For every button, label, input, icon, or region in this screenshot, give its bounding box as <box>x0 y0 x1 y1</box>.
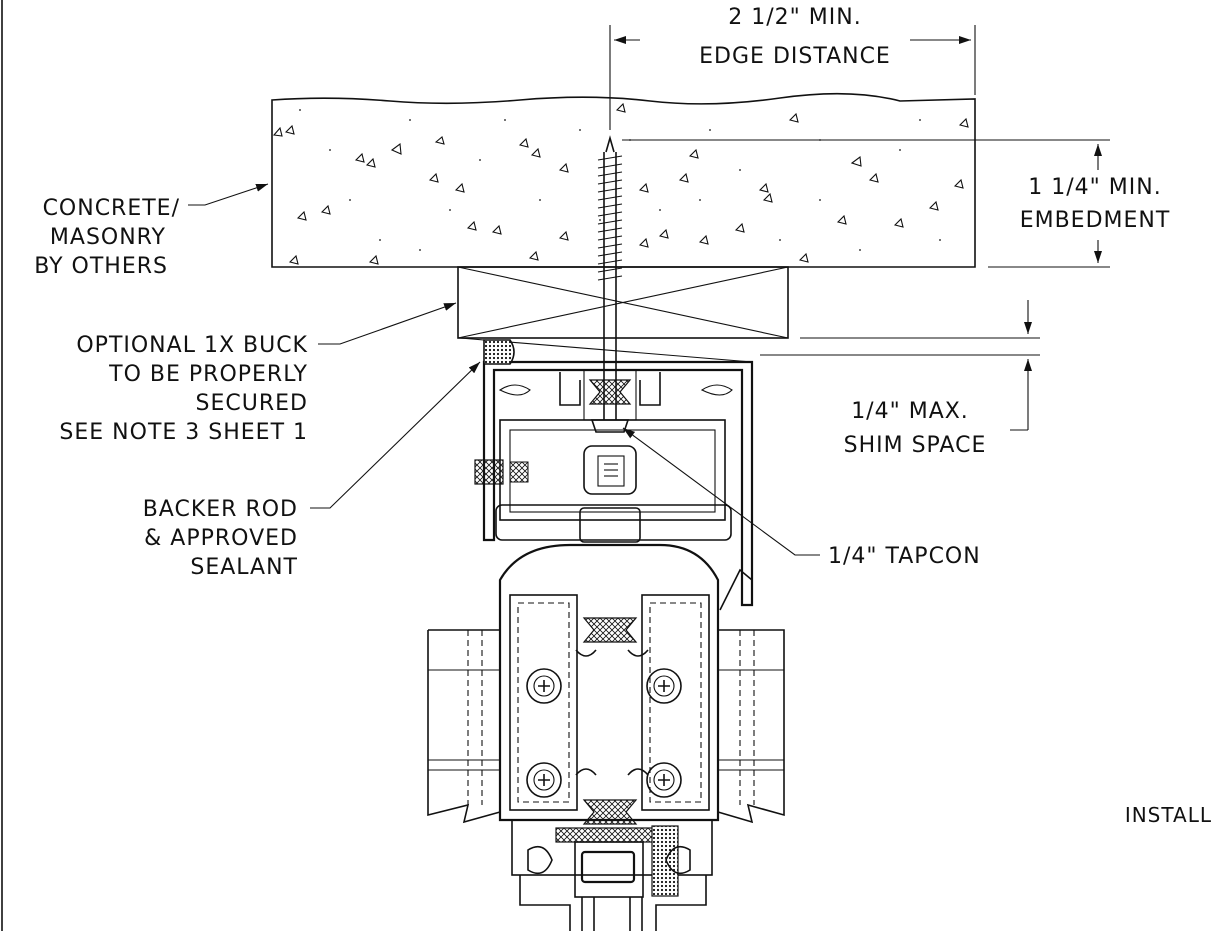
window-frame-receptor <box>459 337 754 607</box>
shim-label-line1: 1/4" MAX. <box>851 399 969 424</box>
embedment-label-line1: 1 1/4" MIN. <box>1028 175 1161 200</box>
labels: 2 1/2" MIN. EDGE DISTANCE 1 1/4" MIN. EM… <box>34 5 1212 827</box>
leader-lines <box>188 183 820 556</box>
shim-label-line2: SHIM SPACE <box>844 433 987 458</box>
concrete-label-line1: CONCRETE/ <box>43 196 180 221</box>
glazing-assembly <box>511 819 713 931</box>
embedment-label-line2: EMBEDMENT <box>1020 208 1171 233</box>
edge-distance-dimension <box>609 25 976 130</box>
sash-screws <box>526 668 682 798</box>
side-panels <box>427 629 785 824</box>
backer-label-line3: SEALANT <box>190 555 298 580</box>
wood-buck <box>457 266 789 339</box>
buck-label-line1: OPTIONAL 1X BUCK <box>76 333 308 358</box>
embedment-dimension <box>622 139 1110 268</box>
install-label: INSTALL <box>1125 803 1212 827</box>
screw-head-upper-left <box>526 668 562 704</box>
tapcon-label: 1/4" TAPCON <box>828 544 981 569</box>
screw-head-lower-right <box>646 762 682 798</box>
window-sash <box>498 543 753 825</box>
shim-space-dimension <box>760 300 1040 431</box>
edge-distance-label-line2: EDGE DISTANCE <box>699 44 891 69</box>
backer-rod <box>483 339 515 365</box>
screw-head-lower-left <box>526 762 562 798</box>
concrete-aggregate <box>272 102 969 265</box>
buck-label-line3: SECURED <box>196 391 308 416</box>
concrete-label-line3: BY OTHERS <box>34 254 168 279</box>
screw-head-upper-right <box>646 668 682 704</box>
buck-label-line2: TO BE PROPERLY <box>108 362 308 387</box>
buck-label-line4: SEE NOTE 3 SHEET 1 <box>59 420 308 445</box>
backer-label-line1: BACKER ROD <box>143 497 298 522</box>
backer-label-line2: & APPROVED <box>144 526 298 551</box>
concrete-label-line2: MASONRY <box>50 225 166 250</box>
edge-distance-label-line1: 2 1/2" MIN. <box>728 5 861 30</box>
concrete-slab <box>271 92 976 268</box>
